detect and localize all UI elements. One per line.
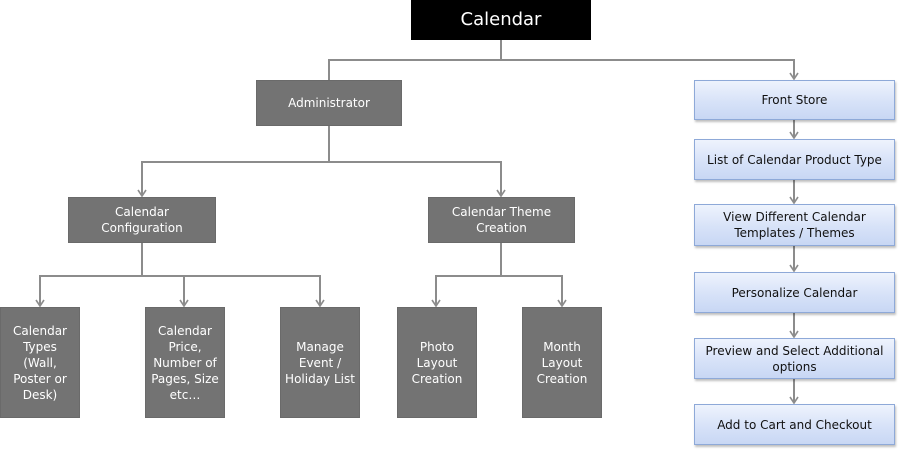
connector-admin-config	[137, 126, 330, 198]
node-label-line: Templates / Themes	[734, 226, 855, 240]
connector-theme-photo	[431, 243, 502, 308]
node-label: Front Store	[762, 92, 828, 108]
node-label: Calendar Configuration	[73, 204, 211, 236]
node-label-line: View Different Calendar	[723, 210, 866, 224]
node-label-line: Photo	[419, 339, 455, 354]
node-label-line: Calendar	[158, 323, 212, 338]
node-label-line: Front Store	[761, 93, 828, 107]
node-label: Calendar	[461, 9, 542, 31]
node-label-line: Personalize Calendar	[731, 285, 858, 300]
connector-config-event	[184, 275, 325, 308]
connector-theme-month	[501, 275, 567, 308]
node-label-line: Pages, Size	[151, 371, 219, 386]
node-calendar-configuration: Calendar Configuration	[68, 197, 216, 243]
connector-admin-theme	[329, 161, 506, 198]
node-label-line: Month	[543, 339, 581, 354]
connector-root-admin	[328, 40, 502, 80]
node-label: Personalize Calendar	[732, 285, 858, 301]
node-label-line: Manage	[296, 339, 344, 354]
node-label: Administrator	[288, 95, 370, 111]
connector-config-price	[142, 275, 189, 308]
node-label-line: Layout	[541, 355, 583, 370]
node-label-line: Creation	[476, 221, 527, 235]
node-label-line: etc…	[169, 387, 201, 402]
node-add-to-cart-checkout: Add to Cart and Checkout	[694, 404, 895, 445]
node-label-line: Creation	[536, 371, 588, 386]
node-label: List of Calendar Product Type	[707, 152, 882, 168]
node-label-line: Administrator	[288, 96, 370, 110]
node-calendar: Calendar	[411, 0, 591, 40]
node-label-line: Calendar Theme	[451, 205, 552, 219]
node-label-line: Calendar Configuration	[101, 205, 183, 235]
node-label: Add to Cart and Checkout	[717, 417, 872, 433]
node-label-line: Add to Cart and Checkout	[717, 417, 872, 432]
connector-config-types	[35, 243, 143, 308]
node-label-line: Price,	[168, 339, 202, 354]
node-label-line: Types	[23, 339, 57, 354]
node-label-line: Calendar	[13, 323, 67, 338]
node-label-line: Desk)	[22, 387, 58, 402]
node-label-line: options	[772, 359, 817, 374]
node-personalize-calendar: Personalize Calendar	[694, 272, 895, 313]
node-list-calendar-product-type: List of Calendar Product Type	[694, 139, 895, 180]
node-label-line: Holiday List	[285, 371, 355, 386]
node-label-line: Creation	[411, 371, 463, 386]
node-label-line: Event /	[298, 355, 342, 370]
node-label-line: Number of	[153, 355, 217, 370]
node-label-line: Calendar	[460, 9, 542, 30]
node-label-line: Poster or	[13, 371, 67, 386]
node-administrator: Administrator	[256, 80, 402, 126]
node-front-store: Front Store	[694, 80, 895, 120]
node-label-line: Preview and Select Additional	[705, 343, 884, 358]
node-label-line: List of Calendar Product Type	[707, 152, 882, 167]
node-label-line: (Wall,	[23, 355, 57, 370]
node-label-line: Layout	[416, 355, 458, 370]
connector-root-front	[501, 59, 799, 81]
